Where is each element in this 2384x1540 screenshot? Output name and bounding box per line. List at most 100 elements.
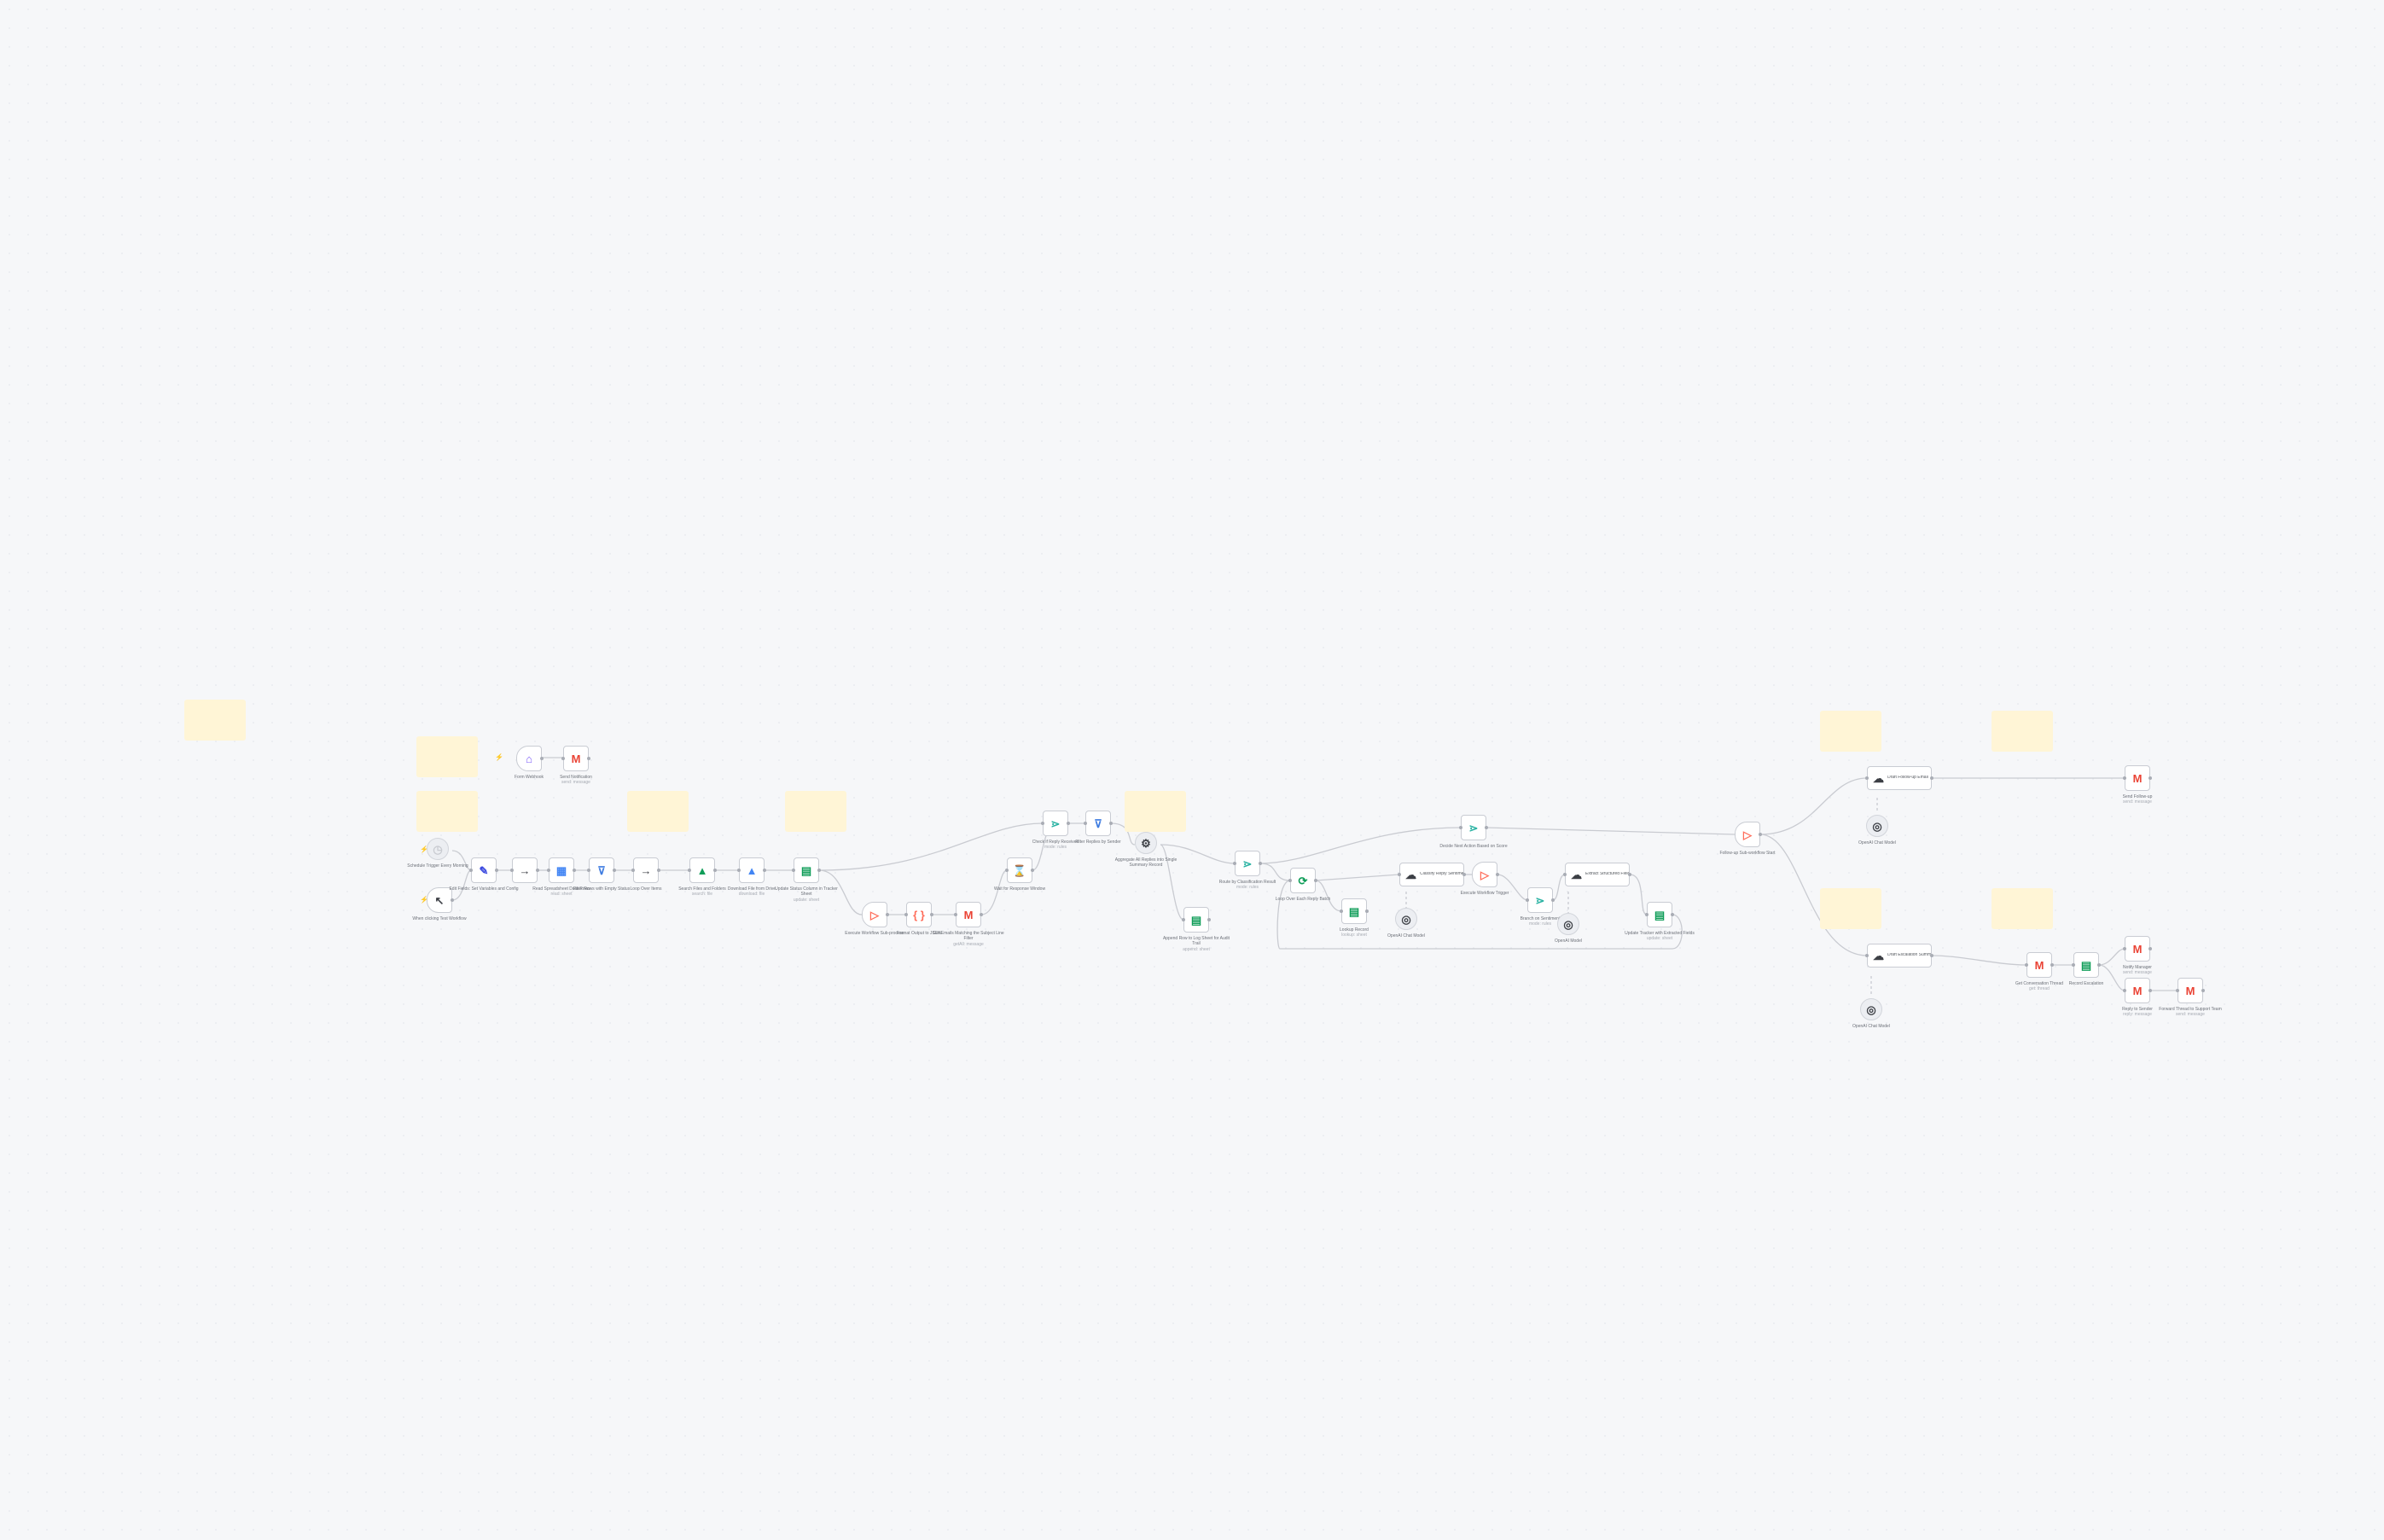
sticky-note[interactable] — [416, 791, 478, 832]
sticky-note[interactable] — [627, 791, 689, 832]
output-port[interactable] — [495, 869, 498, 872]
input-port[interactable] — [904, 913, 908, 916]
input-port[interactable] — [2025, 963, 2028, 967]
workflow-node-gmail-right-top[interactable]: M — [2125, 765, 2150, 791]
sticky-note[interactable] — [416, 736, 478, 777]
workflow-node-sheet-d[interactable]: ▤ — [1647, 902, 1672, 927]
input-port[interactable] — [1041, 822, 1044, 825]
workflow-node-set-fields[interactable]: ✎ — [471, 857, 497, 883]
input-port[interactable] — [2123, 776, 2126, 780]
input-port[interactable] — [688, 869, 691, 872]
workflow-node-filter-b[interactable]: ⊽ — [1085, 811, 1111, 836]
workflow-node-merge-b[interactable]: → — [633, 857, 659, 883]
workflow-node-trigger-right[interactable]: ▷ — [1735, 822, 1760, 847]
output-port[interactable] — [540, 757, 544, 760]
output-port[interactable] — [2149, 989, 2152, 992]
sticky-note[interactable] — [1820, 711, 1881, 752]
workflow-node-merge-a[interactable]: → — [512, 857, 538, 883]
output-port[interactable] — [763, 869, 766, 872]
workflow-node-trigger-c[interactable]: ▷ — [1472, 862, 1497, 887]
workflow-node-gmail-bot-a[interactable]: M — [2026, 952, 2052, 978]
workflow-node-webhook[interactable]: ⌂ — [516, 746, 542, 771]
output-port[interactable] — [817, 869, 821, 872]
workflow-node-sheet-read[interactable]: ▦ — [549, 857, 574, 883]
workflow-node-gmail-bot-b[interactable]: M — [2125, 936, 2150, 962]
workflow-node-code-a[interactable]: { } — [906, 902, 932, 927]
input-port[interactable] — [1645, 913, 1648, 916]
output-port[interactable] — [1365, 909, 1369, 913]
output-port[interactable] — [1109, 822, 1113, 825]
output-port[interactable] — [980, 913, 983, 916]
output-port[interactable] — [1067, 822, 1070, 825]
workflow-node-sheet-bot[interactable]: ▤ — [2073, 952, 2099, 978]
input-port[interactable] — [2176, 989, 2179, 992]
workflow-node-sheet-update[interactable]: ▤ — [794, 857, 819, 883]
workflow-node-trigger-manual[interactable]: ◷ — [427, 838, 449, 860]
workflow-node-switch-c[interactable]: ⋗ — [1527, 887, 1553, 913]
input-port[interactable] — [561, 757, 565, 760]
output-port[interactable] — [930, 913, 933, 916]
output-port[interactable] — [1462, 873, 1466, 876]
workflow-node-sheet-c[interactable]: ▤ — [1341, 898, 1367, 924]
output-port[interactable] — [1551, 898, 1555, 902]
workflow-node-ai-bot[interactable]: ☁Draft Escalation Summary — [1867, 944, 1932, 968]
workflow-node-trigger-sub[interactable]: ▷ — [862, 902, 887, 927]
sticky-note[interactable] — [1992, 711, 2053, 752]
output-port[interactable] — [613, 869, 616, 872]
output-port[interactable] — [587, 757, 590, 760]
input-port[interactable] — [2123, 989, 2126, 992]
workflow-node-model-a[interactable]: ◎ — [1395, 908, 1417, 930]
output-port[interactable] — [713, 869, 717, 872]
input-port[interactable] — [1288, 879, 1292, 882]
output-port[interactable] — [886, 913, 889, 916]
output-port[interactable] — [2149, 776, 2152, 780]
output-port[interactable] — [573, 869, 576, 872]
output-port[interactable] — [1314, 879, 1317, 882]
output-port[interactable] — [1759, 833, 1762, 836]
output-port[interactable] — [536, 869, 539, 872]
workflow-node-gmail-bot-c[interactable]: M — [2125, 978, 2150, 1003]
output-port[interactable] — [657, 869, 660, 872]
workflow-node-gmail-top[interactable]: M — [563, 746, 589, 771]
sticky-note[interactable] — [1125, 791, 1186, 832]
input-port[interactable] — [510, 869, 514, 872]
input-port[interactable] — [1005, 869, 1009, 872]
output-port[interactable] — [1496, 873, 1499, 876]
workflow-node-filter-a[interactable]: ⊽ — [589, 857, 614, 883]
input-port[interactable] — [2072, 963, 2075, 967]
output-port[interactable] — [1671, 913, 1674, 916]
output-port[interactable] — [1485, 826, 1488, 829]
workflow-node-model-bot[interactable]: ◎ — [1860, 998, 1882, 1020]
workflow-node-model-b[interactable]: ◎ — [1557, 913, 1579, 935]
workflow-node-trigger-click[interactable]: ↖ — [427, 887, 452, 913]
output-port[interactable] — [1207, 918, 1211, 921]
input-port[interactable] — [2123, 947, 2126, 950]
sticky-note[interactable] — [184, 700, 246, 741]
workflow-node-model-top[interactable]: ◎ — [1866, 815, 1888, 837]
workflow-node-switch-a[interactable]: ⋗ — [1043, 811, 1068, 836]
output-port[interactable] — [2097, 963, 2101, 967]
input-port[interactable] — [587, 869, 590, 872]
output-port[interactable] — [1031, 869, 1034, 872]
output-port[interactable] — [1930, 776, 1933, 780]
output-port[interactable] — [2201, 989, 2205, 992]
output-port[interactable] — [451, 898, 454, 902]
sticky-note[interactable] — [785, 791, 846, 832]
input-port[interactable] — [792, 869, 795, 872]
workflow-node-switch-b[interactable]: ⋗ — [1235, 851, 1260, 876]
workflow-node-sheet-log[interactable]: ▤ — [1183, 907, 1209, 933]
input-port[interactable] — [737, 869, 741, 872]
input-port[interactable] — [1182, 918, 1185, 921]
input-port[interactable] — [1563, 873, 1567, 876]
workflow-node-gmail-bot-d[interactable]: M — [2178, 978, 2203, 1003]
workflow-node-gmail-mid[interactable]: M — [956, 902, 981, 927]
workflow-node-wait-a[interactable]: ⌛ — [1007, 857, 1032, 883]
input-port[interactable] — [1526, 898, 1529, 902]
workflow-node-ai-b[interactable]: ☁Extract Structured Fields — [1565, 863, 1630, 886]
sticky-note[interactable] — [1992, 888, 2053, 929]
output-port[interactable] — [2149, 947, 2152, 950]
workflow-node-loop-c[interactable]: ⟳ — [1290, 868, 1316, 893]
workflow-node-ai-a[interactable]: ☁Classify Reply Sentiment — [1399, 863, 1464, 886]
input-port[interactable] — [1233, 862, 1236, 865]
